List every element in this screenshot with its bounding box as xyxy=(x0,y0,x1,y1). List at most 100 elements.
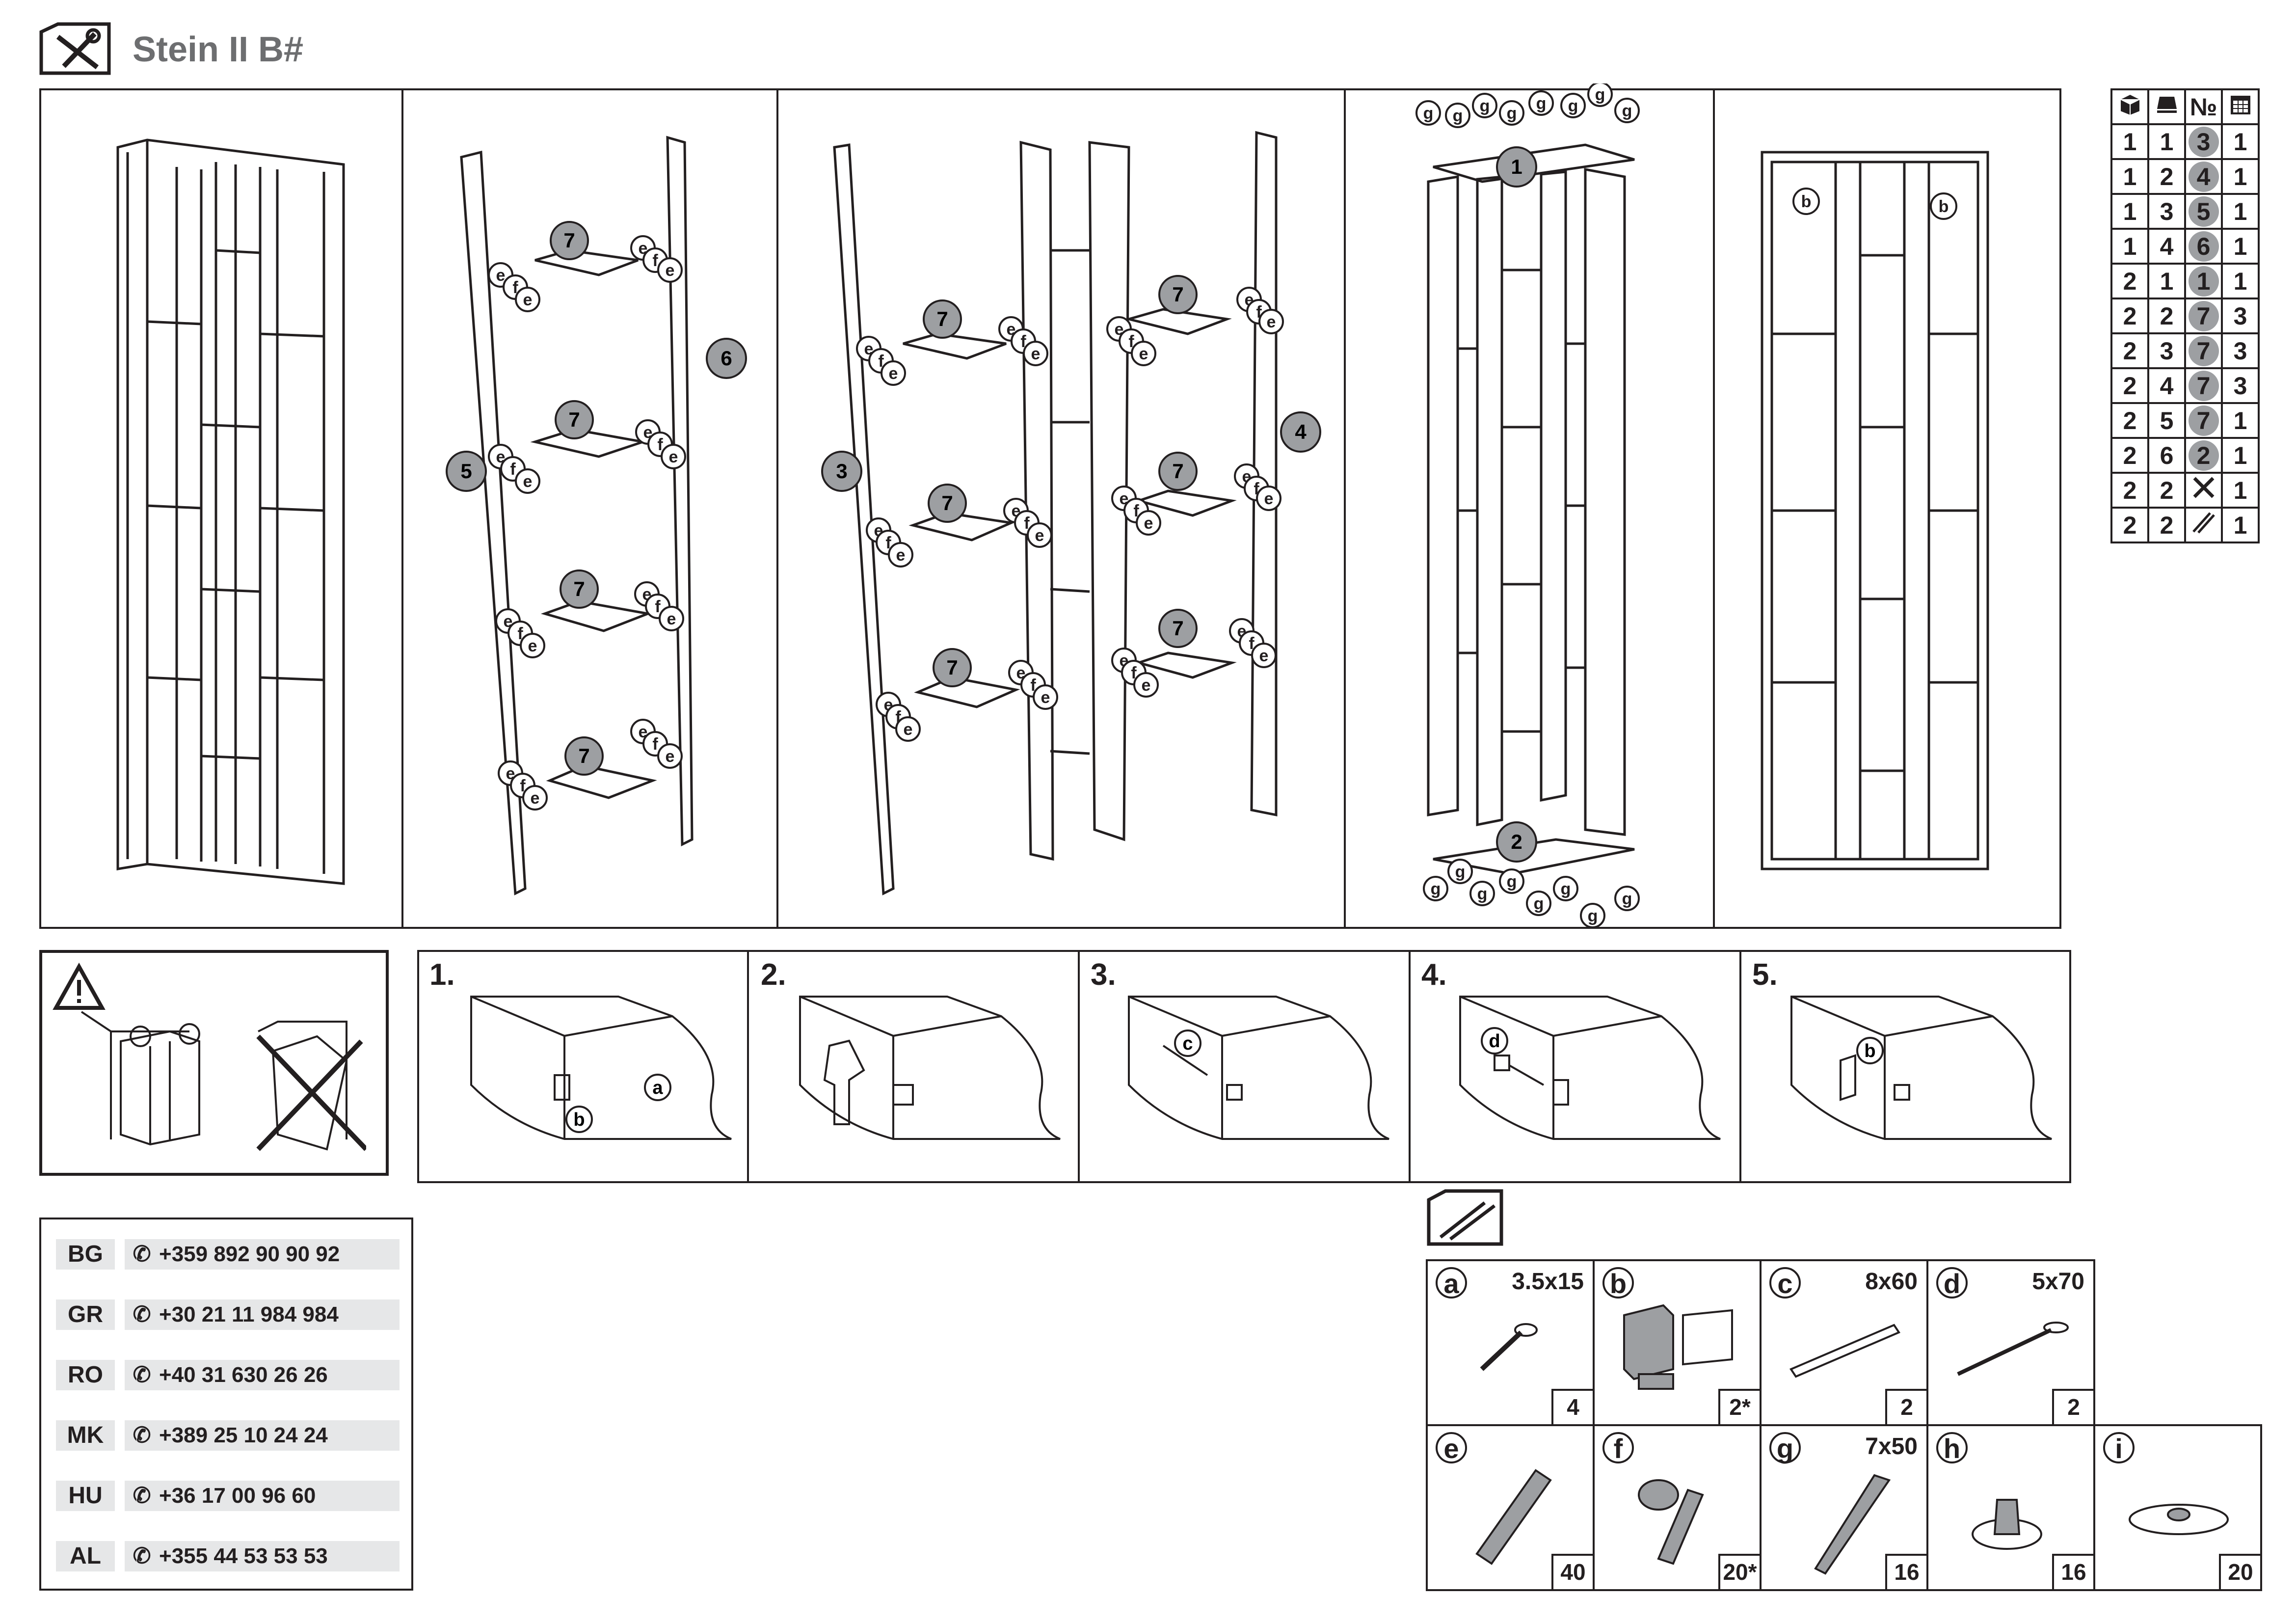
callout-2: 2 xyxy=(1511,830,1522,853)
callout-f: f xyxy=(520,777,526,795)
callout-f: f xyxy=(1131,664,1137,682)
confirmat-screw-icon xyxy=(1814,1474,1891,1575)
contact-phones-panel: BG ✆+359 892 90 90 92 GR ✆+30 21 11 984 … xyxy=(39,1218,413,1591)
phone-icon: ✆ xyxy=(133,1544,151,1568)
country-code: HU xyxy=(56,1481,115,1511)
callout-e: e xyxy=(523,472,533,491)
phone-number[interactable]: ✆+36 17 00 96 60 xyxy=(125,1481,400,1511)
callout-d: d xyxy=(1489,1031,1500,1052)
glide-pad-icon xyxy=(2129,1504,2229,1535)
callout-7: 7 xyxy=(1172,460,1183,483)
phone-icon: ✆ xyxy=(133,1363,151,1387)
screws-icon xyxy=(2184,507,2223,543)
step-1-illustration: a b xyxy=(470,996,732,1140)
callout-e: e xyxy=(531,789,540,808)
callout-b: b xyxy=(1801,192,1812,211)
step-4-illustration: d xyxy=(1459,996,1721,1140)
country-code: AL xyxy=(56,1541,115,1571)
callout-e: e xyxy=(669,448,678,466)
wall-plug-icon xyxy=(1789,1324,1900,1378)
hardware-e: e 40 xyxy=(1426,1424,1595,1591)
callout-7: 7 xyxy=(563,229,575,252)
hardware-d: d 5x70 2 xyxy=(1926,1259,2095,1426)
callout-f: f xyxy=(885,534,891,552)
steps-panel xyxy=(417,950,2071,1183)
country-code: RO xyxy=(56,1360,115,1390)
callout-e: e xyxy=(666,261,675,280)
callout-7: 7 xyxy=(1172,283,1183,306)
callout-f: f xyxy=(1024,514,1030,533)
callout-f: f xyxy=(655,597,661,616)
callout-e: e xyxy=(667,610,676,628)
callout-5: 5 xyxy=(460,460,472,483)
divider xyxy=(1409,950,1411,1183)
phone-number[interactable]: ✆+30 21 11 984 984 xyxy=(125,1299,400,1330)
warning-icon xyxy=(53,963,106,1010)
step-2-illustration xyxy=(799,996,1061,1140)
callout-e: e xyxy=(528,637,537,655)
callout-e: e xyxy=(1267,313,1276,331)
hardware-header-icon xyxy=(1427,1189,1503,1246)
callout-e: e xyxy=(904,720,913,739)
step-5-illustration: b xyxy=(1790,996,2052,1140)
tools-header-icon xyxy=(38,22,112,76)
callout-f: f xyxy=(657,435,663,454)
callout-g: g xyxy=(1507,872,1517,891)
callout-c: c xyxy=(1182,1033,1193,1054)
assembled-bookcase-diagram xyxy=(116,138,345,885)
page-title: Stein II B# xyxy=(133,30,304,69)
furniture-glide-icon xyxy=(1972,1499,2042,1550)
callout-e: e xyxy=(666,747,675,766)
hardware-c: c 8x60 2 xyxy=(1760,1259,1928,1426)
callout-f: f xyxy=(1020,332,1026,351)
step-5-label: 5. xyxy=(1752,958,1778,992)
tools-icon xyxy=(2184,472,2223,509)
callout-e: e xyxy=(1264,489,1274,508)
phone-number[interactable]: ✆+359 892 90 90 92 xyxy=(125,1239,400,1270)
front-view-diagram: b b xyxy=(1761,151,1989,870)
callout-g: g xyxy=(1507,104,1517,123)
hardware-f: f 20* xyxy=(1593,1424,1762,1591)
callout-f: f xyxy=(1249,634,1255,653)
callout-3: 3 xyxy=(836,460,847,483)
dowel-icon xyxy=(1475,1469,1552,1565)
phone-number[interactable]: ✆+355 44 53 53 53 xyxy=(125,1541,400,1571)
callout-6: 6 xyxy=(721,347,732,370)
callout-7: 7 xyxy=(578,744,589,767)
callout-7: 7 xyxy=(941,491,953,514)
callout-b: b xyxy=(1939,197,1949,216)
phone-number[interactable]: ✆+40 31 630 26 26 xyxy=(125,1360,400,1390)
callout-f: f xyxy=(652,251,658,270)
divider xyxy=(1739,950,1741,1183)
callout-f: f xyxy=(512,278,518,297)
top-bottom-panels-diagram: 1 2 g g g g g g g g g g g g g g g g xyxy=(1415,83,1640,928)
callout-e: e xyxy=(1031,345,1041,363)
callout-b: b xyxy=(573,1110,585,1130)
callout-g: g xyxy=(1534,894,1544,913)
callout-f: f xyxy=(878,352,884,371)
parts-table-header: № xyxy=(2110,88,2260,125)
phone-icon: ✆ xyxy=(133,1302,151,1326)
country-code: GR xyxy=(56,1299,115,1330)
step-3-illustration: c xyxy=(1128,996,1389,1140)
callout-g: g xyxy=(1431,880,1441,898)
country-code: BG xyxy=(56,1239,115,1270)
divider xyxy=(1078,950,1080,1183)
callout-g: g xyxy=(1561,880,1571,898)
divider xyxy=(1344,88,1346,929)
stack-icon xyxy=(2147,88,2186,125)
callout-g: g xyxy=(1477,885,1488,903)
phone-number[interactable]: ✆+389 25 10 24 24 xyxy=(125,1420,400,1451)
callout-f: f xyxy=(652,735,658,754)
hardware-i: i 20 xyxy=(2093,1424,2262,1591)
callout-1: 1 xyxy=(1511,155,1522,178)
callout-e: e xyxy=(896,546,906,565)
callout-e: e xyxy=(1041,688,1050,707)
callout-g: g xyxy=(1536,94,1547,113)
side-panels-3-4-diagram: 7 7 7 7 7 7 3 4 e f e e f e e f e e f e … xyxy=(821,131,1321,895)
